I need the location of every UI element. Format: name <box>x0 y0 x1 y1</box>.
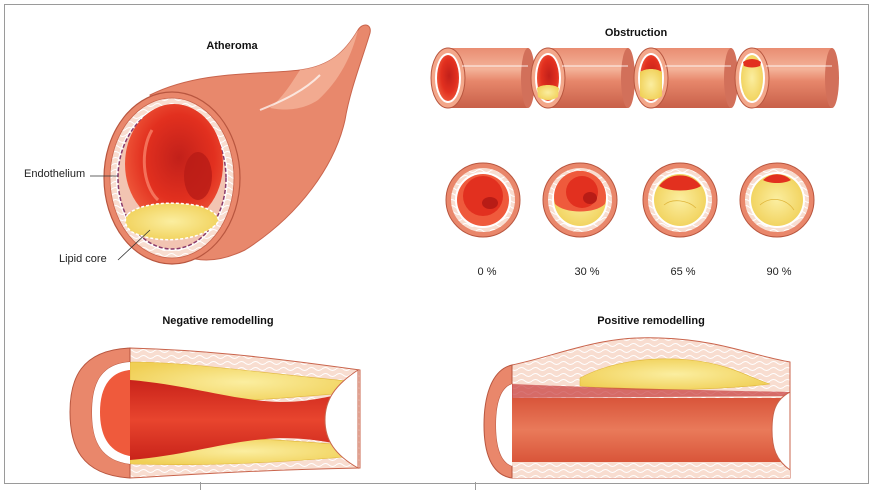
positive-remodelling-title: Positive remodelling <box>597 315 705 327</box>
stage-label-0: 0 % <box>478 266 497 278</box>
atheroma-illustration <box>90 25 370 264</box>
atheroma-title: Atheroma <box>206 40 257 52</box>
stage-label-30: 30 % <box>574 266 599 278</box>
tube-stage-90 <box>735 48 839 108</box>
endothelium-label: Endothelium <box>24 168 85 180</box>
tube-stage-0 <box>431 48 535 108</box>
cross-section-65 <box>643 163 717 237</box>
positive-remodelling-illustration <box>484 338 790 478</box>
stage-label-90: 90 % <box>766 266 791 278</box>
tube-stage-65 <box>634 48 738 108</box>
negative-remodelling-illustration <box>70 348 360 478</box>
obstruction-title: Obstruction <box>605 27 667 39</box>
stage-label-65: 65 % <box>670 266 695 278</box>
obstruction-cross-sections <box>446 163 814 237</box>
obstruction-tubes <box>431 48 839 108</box>
cross-section-0 <box>446 163 520 237</box>
negative-remodelling-title: Negative remodelling <box>162 315 273 327</box>
cross-section-90 <box>740 163 814 237</box>
cross-section-30 <box>543 163 617 237</box>
tube-stage-30 <box>531 48 635 108</box>
lipid-core-label: Lipid core <box>59 253 107 265</box>
